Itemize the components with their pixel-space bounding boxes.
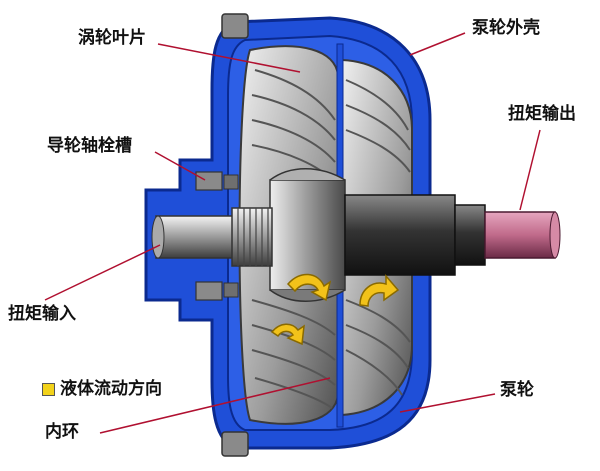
stator-hub [269,168,346,302]
label-turbine-blades: 涡轮叶片 [78,28,146,48]
label-inner-ring: 内环 [45,422,79,442]
leader-pump-impeller [399,393,496,413]
legend-label-flow-direction: 液体流动方向 [60,379,162,399]
leader-turbine-blades [157,43,301,73]
leader-pump-housing [409,32,466,56]
stator-shaft-splines [195,171,239,301]
leader-stator-shaft-groove [154,151,206,181]
housing-bolts [221,13,249,457]
label-torque-input: 扭矩输入 [8,304,76,324]
leader-torque-output [519,129,541,211]
leader-inner-ring [99,377,331,434]
leader-lines [44,32,541,434]
flow-direction-arrows [270,273,400,346]
legend-swatch-flow [42,383,55,396]
flow-arrow-1 [286,273,332,302]
input-shaft [151,207,273,267]
flow-arrow-2 [359,273,400,307]
label-torque-output: 扭矩输出 [508,104,576,124]
leader-torque-input [44,244,161,301]
output-shaft [344,194,561,276]
flow-arrow-3 [270,323,305,346]
label-pump-housing: 泵轮外壳 [472,18,540,38]
label-stator-shaft-groove: 导轮轴栓槽 [47,136,132,156]
label-pump-impeller: 泵轮 [500,380,534,400]
